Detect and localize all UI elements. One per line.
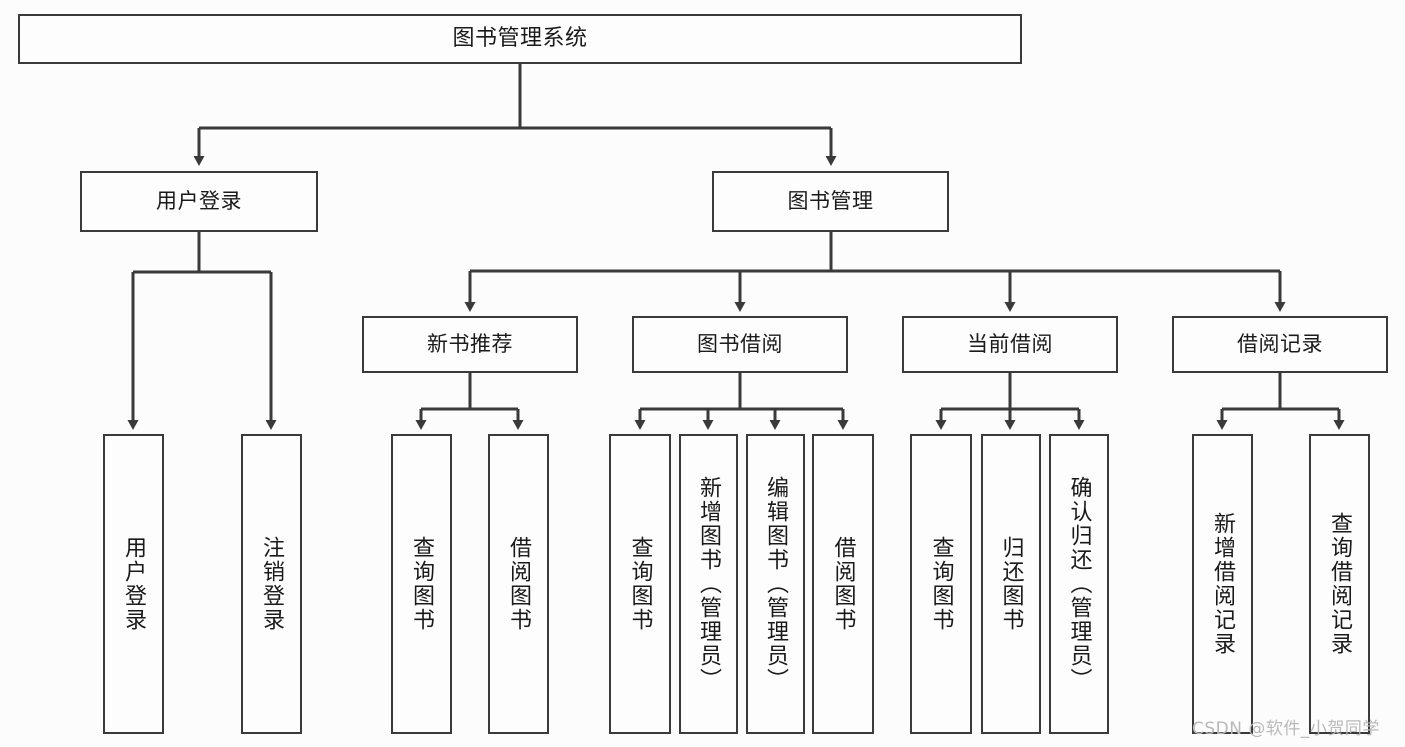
node-label: 新书推荐 bbox=[427, 331, 513, 356]
node-leaf-query-book-1[interactable]: 查询图书 bbox=[391, 434, 452, 734]
node-user-login[interactable]: 用户登录 bbox=[80, 171, 318, 232]
node-label: 归还图书 bbox=[998, 536, 1024, 632]
csdn-watermark: CSDN @软件_小贺同学 bbox=[1192, 719, 1380, 739]
node-label: 注销登录 bbox=[259, 536, 285, 632]
node-leaf-user-login[interactable]: 用户登录 bbox=[103, 434, 164, 734]
node-label: 借阅图书 bbox=[506, 536, 532, 632]
node-label: 图书借阅 bbox=[697, 331, 783, 356]
node-book-borrow[interactable]: 图书借阅 bbox=[632, 316, 848, 373]
node-leaf-query-book-3[interactable]: 查询图书 bbox=[910, 434, 972, 734]
node-leaf-add-record[interactable]: 新增借阅记录 bbox=[1192, 434, 1253, 734]
node-label: 查询借阅记录 bbox=[1327, 512, 1353, 656]
node-leaf-logout-login[interactable]: 注销登录 bbox=[241, 434, 302, 734]
node-label: 查询图书 bbox=[928, 536, 954, 632]
node-root-system[interactable]: 图书管理系统 bbox=[18, 14, 1022, 64]
node-label: 当前借阅 bbox=[967, 331, 1053, 356]
node-label: 查询图书 bbox=[409, 536, 435, 632]
node-book-management[interactable]: 图书管理 bbox=[712, 171, 949, 232]
node-leaf-edit-book[interactable]: 编辑图书（管理员） bbox=[746, 434, 805, 734]
node-label: 查询图书 bbox=[627, 536, 653, 632]
node-leaf-confirm-return[interactable]: 确认归还（管理员） bbox=[1049, 434, 1109, 734]
node-label: 用户登录 bbox=[121, 536, 147, 632]
node-label: 编辑图书（管理员） bbox=[763, 476, 789, 692]
node-label: 新增借阅记录 bbox=[1210, 512, 1236, 656]
node-label: 借阅记录 bbox=[1237, 331, 1323, 356]
node-label: 新增图书（管理员） bbox=[696, 476, 722, 692]
node-label: 用户登录 bbox=[156, 188, 242, 213]
node-leaf-borrow-book-2[interactable]: 借阅图书 bbox=[812, 434, 874, 734]
node-new-book-recommend[interactable]: 新书推荐 bbox=[362, 316, 578, 373]
node-borrow-record[interactable]: 借阅记录 bbox=[1172, 316, 1388, 373]
node-leaf-borrow-book-1[interactable]: 借阅图书 bbox=[488, 434, 549, 734]
node-leaf-query-record[interactable]: 查询借阅记录 bbox=[1309, 434, 1370, 734]
node-leaf-query-book-2[interactable]: 查询图书 bbox=[609, 434, 671, 734]
node-label: 图书管理系统 bbox=[452, 25, 588, 51]
node-label: 借阅图书 bbox=[830, 536, 856, 632]
node-current-borrow[interactable]: 当前借阅 bbox=[902, 316, 1118, 373]
node-leaf-add-book[interactable]: 新增图书（管理员） bbox=[679, 434, 738, 734]
node-label: 图书管理 bbox=[787, 188, 874, 213]
node-label: 确认归还（管理员） bbox=[1066, 476, 1092, 692]
node-leaf-return-book[interactable]: 归还图书 bbox=[981, 434, 1041, 734]
